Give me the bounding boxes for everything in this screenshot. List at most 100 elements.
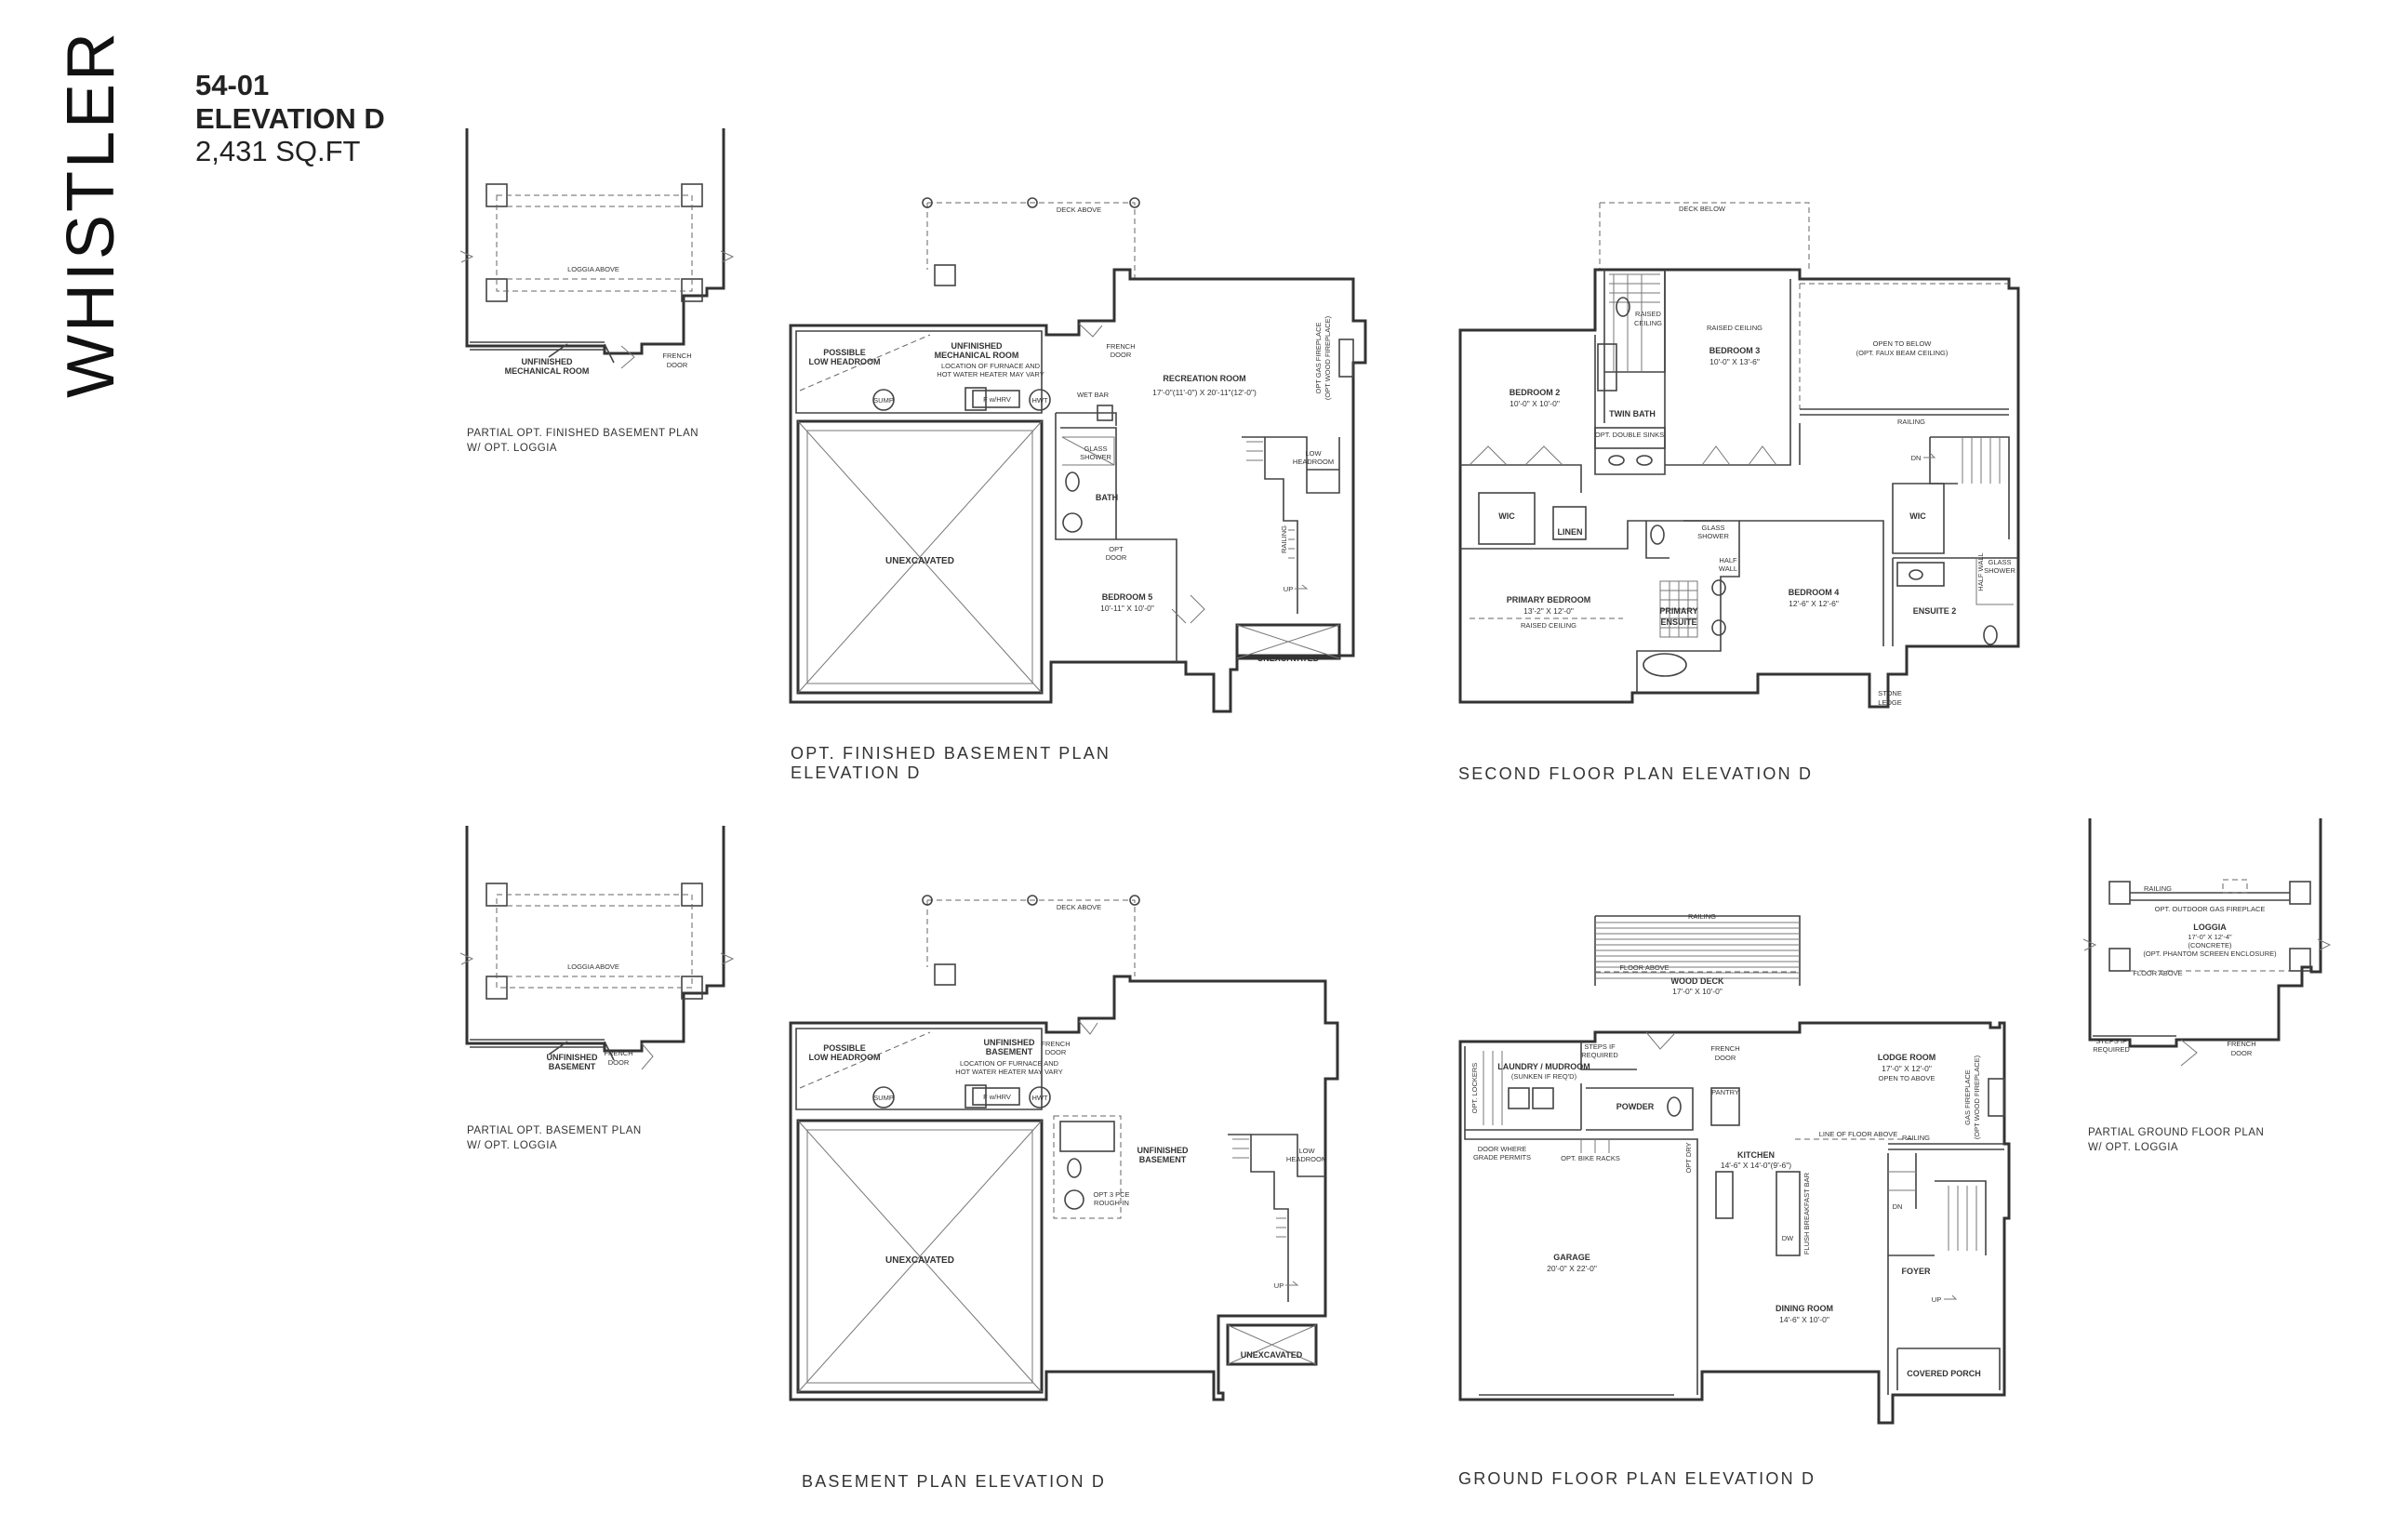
- column: [934, 264, 956, 286]
- fireplace-label: GAS FIREPLACE: [1963, 1069, 1972, 1125]
- caption-line: W/ OPT. LOGGIA: [467, 1140, 558, 1151]
- room-label: BEDROOM 4: [1789, 588, 1840, 597]
- loggia-above-label: LOGGIA ABOVE: [567, 265, 619, 273]
- shower-label: GLASS: [1988, 558, 2011, 566]
- room-label: PRIMARY: [1659, 606, 1697, 616]
- fireplace-label: OPT. OUTDOOR GAS FIREPLACE: [2155, 905, 2266, 913]
- floor-above-label: FLOOR ABOVE: [1619, 963, 1669, 972]
- partial-opt-basement-plan: LOGGIA ABOVE UNFINISHED BASEMENT FRENCH …: [459, 826, 735, 1071]
- column: [2108, 881, 2131, 905]
- room-label: ENSUITE 2: [1913, 606, 1957, 616]
- room-label: UNFINISHED: [546, 1053, 598, 1062]
- dimension-label: 17'-0"(11'-0") X 20'-11"(12'-0"): [1152, 388, 1257, 397]
- ledge-label: LEDGE: [1878, 698, 1901, 707]
- shower-label: GLASS: [1084, 445, 1107, 453]
- door-label: DOOR: [1715, 1054, 1736, 1062]
- dimension-label: 10'-11" X 10'-0": [1100, 604, 1154, 613]
- bar-label: FLUSH BREAKFAST BAR: [1802, 1172, 1811, 1255]
- room-label: LODGE ROOM: [1878, 1053, 1936, 1062]
- deck-below-label: DECK BELOW: [1679, 205, 1726, 213]
- column: [2289, 881, 2311, 905]
- deck-above-label: DECK ABOVE: [1057, 903, 1101, 911]
- unexcavated-area: [796, 419, 1044, 695]
- door-label: FRENCH: [1106, 342, 1135, 351]
- note-label: (CONCRETE): [2188, 941, 2232, 949]
- room-label: BASEMENT: [1139, 1155, 1187, 1164]
- door-label: DOOR: [1111, 351, 1132, 359]
- railing-label: RAILING: [1688, 912, 1716, 921]
- sump-label: SUMP: [873, 396, 894, 405]
- note-label: HOT WATER HEATER MAY VARY: [937, 370, 1044, 378]
- room-label: UNFINISHED: [521, 357, 573, 366]
- unexcavated-area: [796, 1119, 1044, 1394]
- room-label: RECREATION ROOM: [1163, 374, 1245, 383]
- railing-label: RAILING: [1280, 525, 1288, 553]
- caption-line: W/ OPT. LOGGIA: [467, 443, 558, 454]
- room-label: KITCHEN: [1737, 1150, 1775, 1160]
- room-label: POSSIBLE: [823, 348, 866, 357]
- caption-line: W/ OPT. LOGGIA: [2088, 1142, 2179, 1153]
- ledge-label: STONE: [1878, 689, 1902, 697]
- room-label: UNFINISHED: [983, 1038, 1035, 1047]
- caption-line: ELEVATION D: [791, 763, 922, 782]
- dry-label: OPT DRY: [1684, 1142, 1693, 1173]
- caption-second-floor: SECOND FLOOR PLAN ELEVATION D: [1458, 764, 1814, 783]
- column: [934, 963, 956, 986]
- fireplace-label: (OPT WOOD FIREPLACE): [1973, 1055, 1981, 1139]
- wet-bar-label: WET BAR: [1077, 391, 1110, 399]
- half-wall-label: HALF: [1719, 556, 1737, 564]
- dimension-label: 10'-0" X 13'-6": [1709, 357, 1760, 366]
- dw-label: DW: [1782, 1234, 1794, 1242]
- dn-label: DN: [1893, 1202, 1903, 1211]
- note-label: DOOR WHERE: [1478, 1145, 1527, 1153]
- caption-partial-opt-basement: PARTIAL OPT. BASEMENT PLAN W/ OPT. LOGGI…: [467, 1123, 642, 1153]
- room-label: POWDER: [1616, 1102, 1655, 1111]
- room-label: BEDROOM 5: [1102, 592, 1153, 602]
- raised-ceiling-label: CEILING: [1634, 319, 1662, 327]
- raised-ceiling-label: RAISED CEILING: [1707, 324, 1762, 332]
- loggia-above-label: LOGGIA ABOVE: [567, 962, 619, 971]
- note-label: GRADE PERMITS: [1473, 1153, 1531, 1162]
- shower-label: SHOWER: [1984, 566, 2015, 575]
- fireplace-label: (OPT WOOD FIREPLACE): [1324, 315, 1332, 400]
- room-label: LAUNDRY / MUDROOM: [1497, 1062, 1590, 1071]
- up-label: UP: [1274, 1281, 1284, 1290]
- hwt-label: HWT: [1031, 396, 1047, 405]
- door-label: FRENCH: [2227, 1040, 2255, 1048]
- caption-line: PARTIAL GROUND FLOOR PLAN: [2088, 1127, 2265, 1138]
- note-label: LOCATION OF FURNACE AND: [941, 362, 1041, 370]
- lockers-label: OPT. LOCKERS: [1470, 1063, 1479, 1114]
- door-label: OPT: [1109, 545, 1124, 553]
- room-label: DINING ROOM: [1776, 1304, 1833, 1313]
- room-label: LOW HEADROOM: [809, 1053, 881, 1062]
- room-label: WIC: [1909, 511, 1926, 521]
- room-label: TWIN BATH: [1609, 409, 1656, 418]
- railing-label: RAILING: [1897, 418, 1925, 426]
- deck-above-label: DECK ABOVE: [1057, 206, 1101, 214]
- partial-opt-finished-basement-plan: LOGGIA ABOVE UNFINISHED MECHANICAL ROOM …: [459, 128, 735, 376]
- room-label: UNEXCAVATED: [1241, 1350, 1303, 1360]
- dimension-label: 14'-6" X 10'-0": [1779, 1315, 1829, 1324]
- column: [2108, 948, 2131, 972]
- note-label: LOCATION OF FURNACE AND: [960, 1059, 1059, 1068]
- shower-label: SHOWER: [1697, 532, 1729, 540]
- note-label: HOT WATER HEATER MAY VARY: [955, 1068, 1062, 1076]
- room-label: BEDROOM 2: [1510, 388, 1561, 397]
- room-label: WIC: [1498, 511, 1515, 521]
- railing-label: RAILING: [1902, 1134, 1930, 1142]
- room-label: UNEXCAVATED: [885, 1255, 954, 1266]
- door-label: FRENCH: [1710, 1044, 1739, 1053]
- dimension-label: 20'-0" X 22'-0": [1547, 1264, 1597, 1273]
- dimension-label: 10'-0" X 10'-0": [1510, 399, 1560, 408]
- room-label: WOOD DECK: [1671, 976, 1724, 986]
- raised-ceiling-label: RAISED CEILING: [1521, 621, 1576, 630]
- door-label: FRENCH: [662, 352, 691, 360]
- sump-label: SUMP: [873, 1094, 894, 1102]
- caption-line: OPT. FINISHED BASEMENT PLAN: [791, 744, 1111, 763]
- headroom-label: LOW: [1298, 1147, 1315, 1155]
- room-label: GARAGE: [1553, 1253, 1590, 1262]
- hrv-label: F w/HRV: [983, 1093, 1011, 1101]
- room-label: BASEMENT: [986, 1047, 1033, 1056]
- door-label: FRENCH: [604, 1049, 632, 1057]
